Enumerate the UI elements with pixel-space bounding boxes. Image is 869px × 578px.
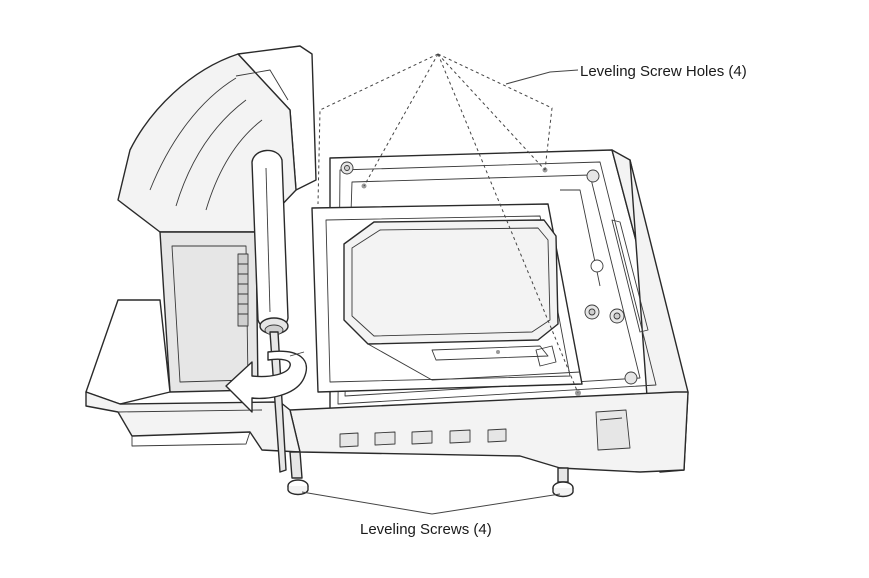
screws-callout: Leveling Screws (4) — [301, 491, 561, 538]
speaker-grille — [237, 253, 249, 327]
holes-callout-label: Leveling Screw Holes (4) — [580, 63, 747, 80]
holes-callout: Leveling Screw Holes (4) — [317, 53, 747, 394]
leveling-screw-left — [287, 451, 309, 496]
curved-arrow-icon — [225, 350, 308, 413]
screws-callout-label: Leveling Screws (4) — [360, 521, 492, 538]
scanner-window-plate — [311, 203, 583, 393]
leveling-screw-right — [552, 467, 574, 498]
screwdriver-icon — [251, 149, 289, 473]
